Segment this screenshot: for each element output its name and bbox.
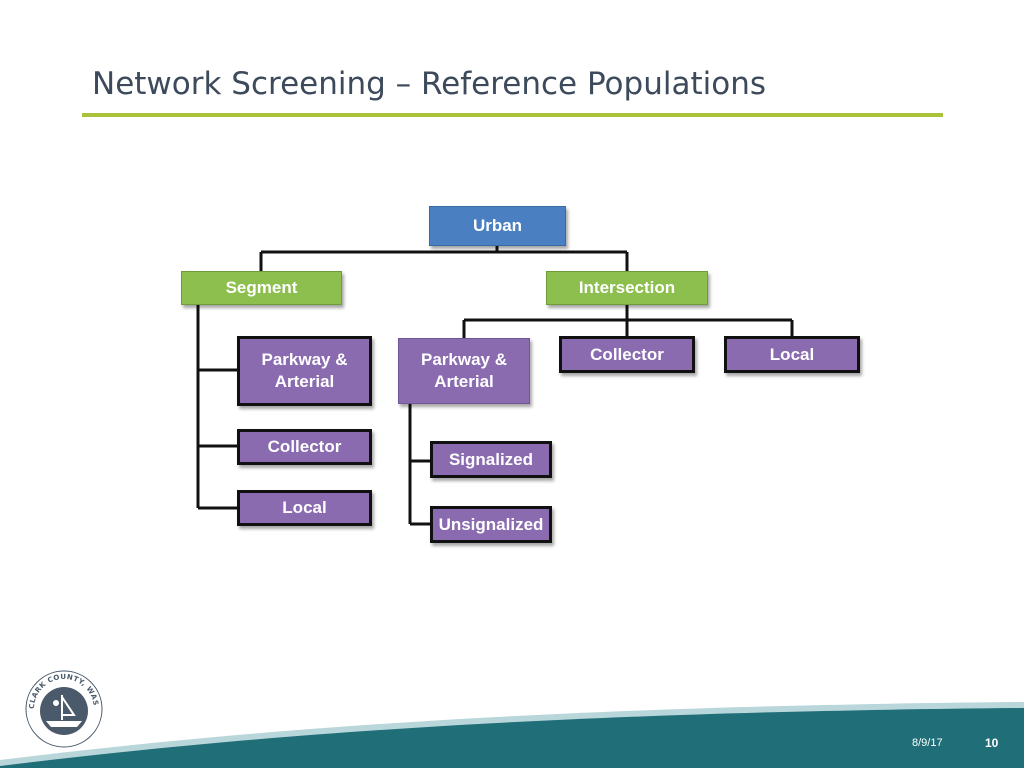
- county-seal-logo: CLARK COUNTY, WASHINGTON: [22, 665, 103, 748]
- intersection-local-box: Local: [724, 336, 860, 373]
- segment-box: Segment: [181, 271, 342, 305]
- slide-page-number: 10: [985, 736, 999, 750]
- signalized-box: Signalized: [430, 441, 552, 478]
- title-underline: [82, 113, 943, 117]
- urban-box: Urban: [429, 206, 566, 246]
- segment-local-box: Local: [237, 490, 372, 526]
- unsignalized-box: Unsignalized: [430, 506, 552, 543]
- intersection-parkway-arterial-box: Parkway & Arterial: [398, 338, 530, 404]
- slide-date: 8/9/17: [912, 737, 943, 749]
- segment-parkway-arterial-box: Parkway & Arterial: [237, 336, 372, 406]
- intersection-box: Intersection: [546, 271, 708, 305]
- intersection-collector-box: Collector: [559, 336, 695, 373]
- slide-title: Network Screening – Reference Population…: [92, 66, 766, 102]
- segment-collector-box: Collector: [237, 429, 372, 465]
